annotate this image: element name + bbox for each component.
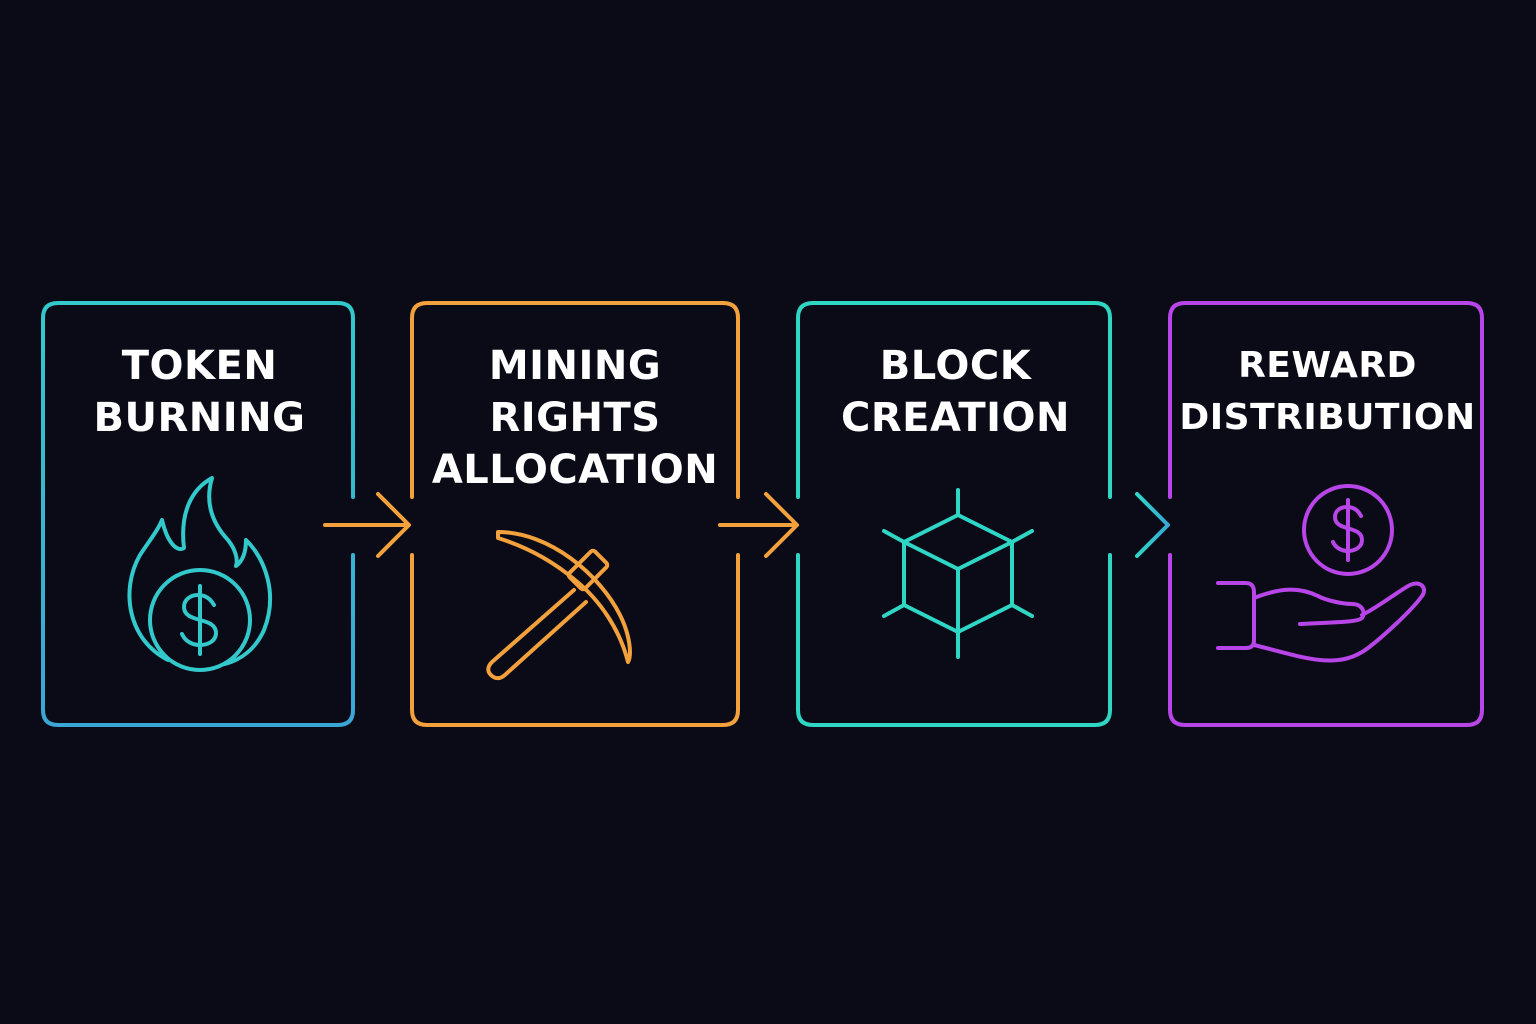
step-title-token-burning: TOKEN BURNING bbox=[43, 340, 356, 444]
hand-coin-icon bbox=[1216, 484, 1427, 663]
title-line: CREATION bbox=[841, 395, 1070, 441]
arrow-block-to-reward bbox=[1078, 492, 1170, 558]
title-line: ALLOCATION bbox=[431, 447, 719, 493]
title-line: TOKEN bbox=[121, 343, 278, 389]
step-box-mining-rights-allocation bbox=[410, 301, 740, 727]
cube-network-icon bbox=[882, 488, 1034, 659]
title-line: MINING bbox=[488, 343, 662, 389]
step-box-token-burning bbox=[41, 301, 355, 727]
step-box-block-creation bbox=[796, 301, 1112, 727]
title-line: BLOCK bbox=[879, 343, 1032, 389]
title-line: REWARD bbox=[1238, 345, 1417, 386]
title-line: BURNING bbox=[93, 395, 306, 441]
title-line: DISTRIBUTION bbox=[1179, 397, 1476, 438]
step-title-mining-rights-allocation: MINING RIGHTS ALLOCATION bbox=[412, 340, 738, 496]
pickaxe-icon bbox=[486, 530, 632, 681]
title-line: RIGHTS bbox=[489, 395, 661, 441]
step-title-block-creation: BLOCK CREATION bbox=[798, 340, 1113, 444]
arrow-mining-to-block bbox=[718, 492, 799, 558]
step-title-reward-distribution: REWARD DISTRIBUTION bbox=[1170, 340, 1485, 444]
arrow-token-to-mining bbox=[323, 492, 411, 558]
step-box-reward-distribution bbox=[1168, 301, 1484, 727]
flame-coin-icon bbox=[127, 476, 273, 672]
